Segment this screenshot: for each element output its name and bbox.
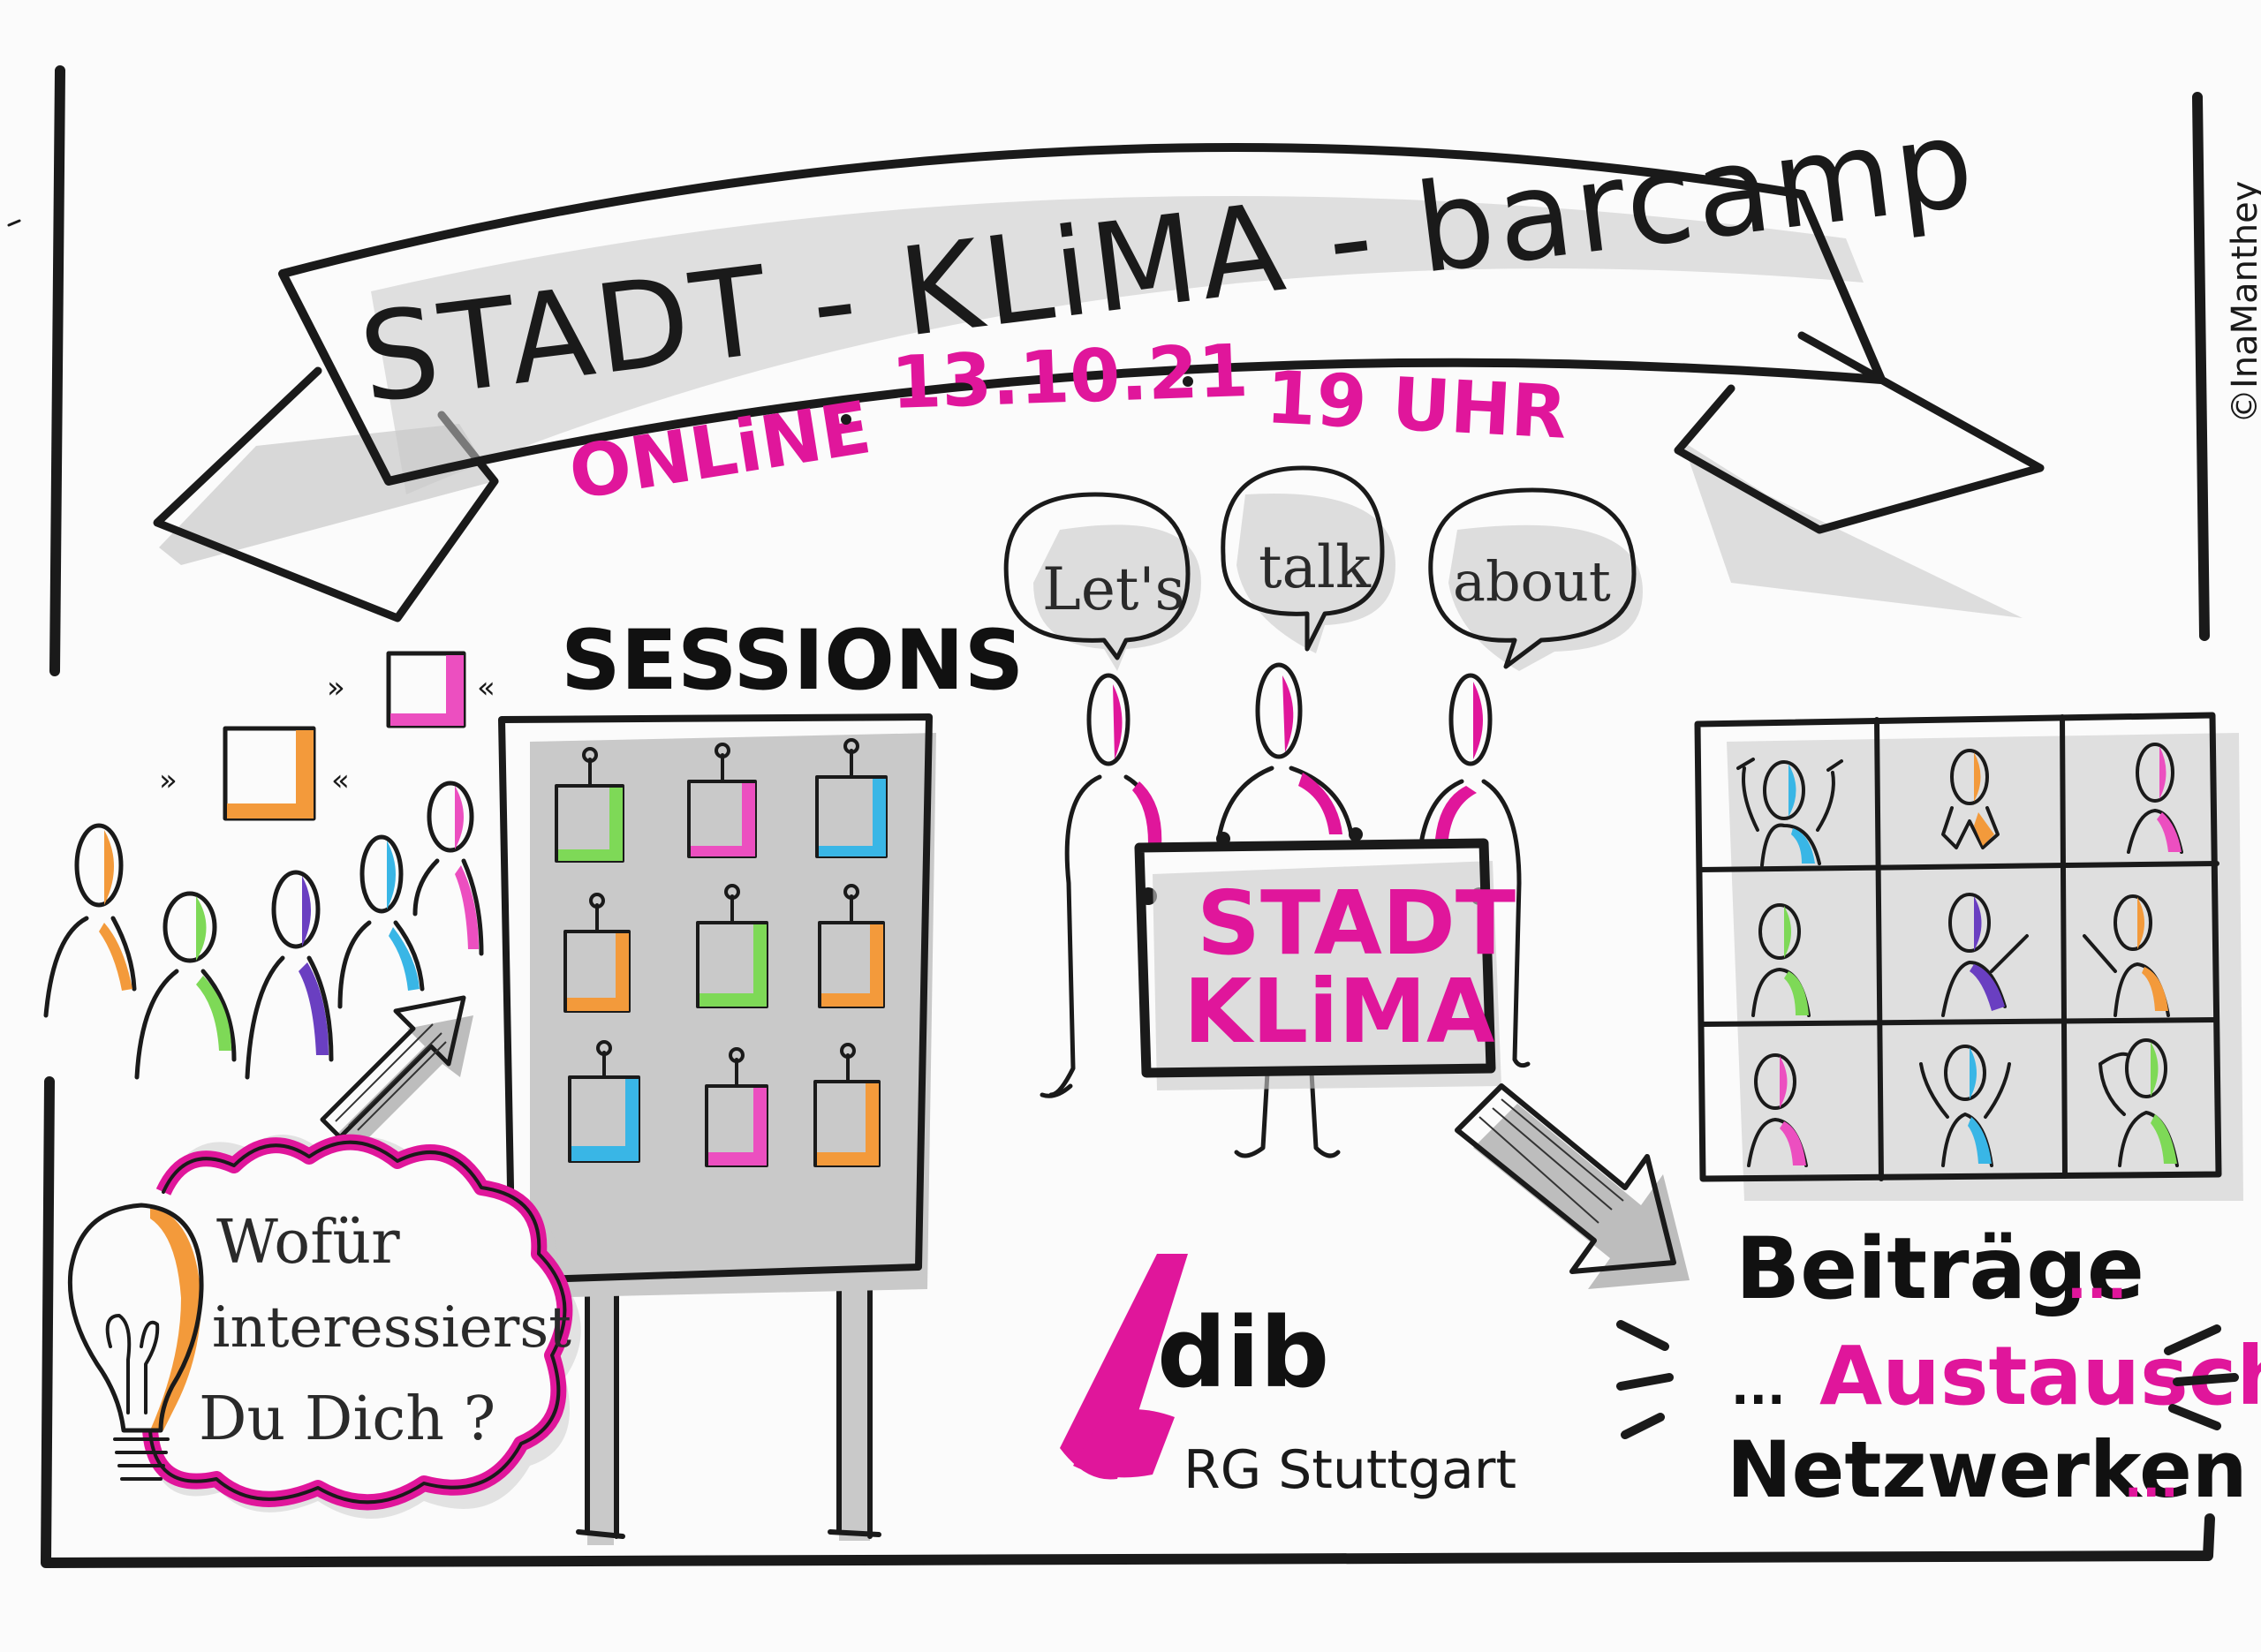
outcome-exchange-prefix: ... bbox=[1731, 1360, 1786, 1415]
idea-cards: » « » « bbox=[159, 651, 495, 821]
sticky-note bbox=[563, 893, 631, 1013]
sticky-note bbox=[555, 747, 624, 863]
video-tile bbox=[2127, 743, 2183, 854]
outcomes: Beiträge ... ... Austausch Netzwerken ..… bbox=[1616, 1219, 2261, 1515]
video-tile bbox=[2098, 1038, 2179, 1167]
sticky-note bbox=[568, 1040, 640, 1163]
arrow-icon bbox=[1455, 1083, 1690, 1289]
lightbulb-icon bbox=[67, 1203, 204, 1481]
svg-text:«: « bbox=[477, 670, 495, 705]
question-line1: Wofür bbox=[216, 1208, 400, 1278]
video-tile bbox=[2083, 894, 2170, 1017]
credit-text: ©InaManthey bbox=[2225, 181, 2261, 424]
video-tile bbox=[1919, 1045, 2011, 1167]
svg-text:»: » bbox=[159, 763, 178, 798]
logo-subline: RG Stuttgart bbox=[1183, 1439, 1516, 1501]
speech-bubble-lets: Let's bbox=[1003, 492, 1201, 671]
speech-text-talk: talk bbox=[1259, 533, 1372, 601]
svg-text:«: « bbox=[331, 763, 350, 798]
participants-crowd bbox=[43, 781, 484, 1080]
outcome-networking-ellipsis: ... bbox=[2124, 1452, 2179, 1508]
person-head bbox=[1086, 662, 1493, 766]
logo-name: dib bbox=[1157, 1296, 1329, 1409]
event-date: 13.10.21 bbox=[889, 329, 1250, 426]
svg-text:»: » bbox=[327, 670, 345, 705]
outer-frame bbox=[41, 65, 2215, 1568]
speech-bubbles: Let's talk about bbox=[1003, 465, 1643, 671]
outcome-networking: Netzwerken bbox=[1727, 1424, 2248, 1515]
sticky-note bbox=[687, 743, 757, 858]
video-tile bbox=[1747, 1053, 1808, 1167]
speech-bubble-about: about bbox=[1428, 487, 1643, 671]
sticky-note bbox=[815, 738, 888, 858]
sticky-note bbox=[696, 884, 768, 1008]
outcome-contributions: Beiträge bbox=[1735, 1219, 2144, 1318]
stadt-klima-sign: STADT KLiMA bbox=[1134, 838, 1516, 1090]
question-line3: Du Dich ? bbox=[199, 1384, 495, 1454]
video-tile bbox=[1736, 758, 1843, 867]
speech-bubble-talk: talk bbox=[1221, 465, 1395, 653]
sign-line1: STADT bbox=[1197, 871, 1516, 975]
video-tile bbox=[1941, 749, 2000, 849]
sessions-board bbox=[498, 713, 936, 1545]
outcome-contributions-ellipsis: ... bbox=[2067, 1249, 2127, 1311]
speech-text-lets: Let's bbox=[1042, 555, 1184, 623]
video-tile bbox=[1941, 893, 2029, 1017]
dib-logo: dib RG Stuttgart bbox=[1060, 1254, 1516, 1501]
sign-line2: KLiMA bbox=[1183, 960, 1494, 1063]
question-cloud: Wofür interessierst Du Dich ? bbox=[142, 1134, 581, 1519]
sticky-note bbox=[813, 1043, 881, 1167]
arrow-icon bbox=[320, 995, 473, 1157]
speech-text-about: about bbox=[1453, 549, 1611, 614]
sticky-note bbox=[705, 1047, 768, 1167]
sticky-note bbox=[818, 884, 885, 1008]
video-call-grid bbox=[1694, 712, 2243, 1201]
question-line2: interessierst bbox=[212, 1295, 571, 1361]
video-tile bbox=[1751, 903, 1811, 1017]
sessions-heading: SESSIONS bbox=[561, 613, 1024, 709]
people-with-sign bbox=[1040, 662, 1531, 1158]
event-time: 19 UHR bbox=[1264, 356, 1569, 456]
